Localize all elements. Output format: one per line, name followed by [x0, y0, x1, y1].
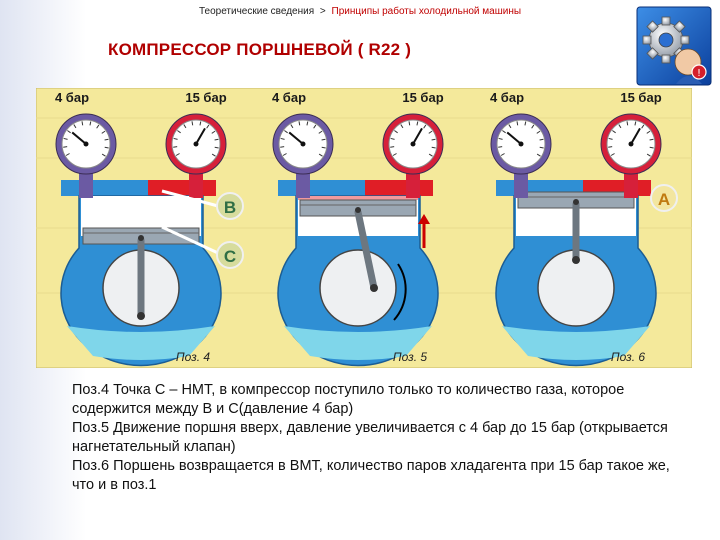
- valve-plate-high: [365, 180, 433, 196]
- wrist-pin: [355, 207, 361, 213]
- gauge-hub: [301, 142, 306, 147]
- gauge-stem: [189, 172, 203, 198]
- gauge-hub: [84, 142, 89, 147]
- gauge-tick: [82, 121, 83, 125]
- label-a: A: [651, 185, 677, 211]
- page-title: КОМПРЕССОР ПОРШНЕВОЙ ( R22 ): [108, 40, 411, 60]
- gauge-tick: [173, 147, 177, 148]
- gauge-label: 15 бар: [185, 90, 226, 105]
- gauge-stem: [296, 172, 310, 198]
- gauge-stem: [79, 172, 93, 198]
- position-caption: Поз. 5: [393, 350, 427, 364]
- gauge-stem: [624, 172, 638, 198]
- compressor-unit: Поз. 4: [61, 180, 221, 366]
- label-c-text: C: [224, 247, 236, 266]
- compressor-unit: Поз. 5: [278, 180, 438, 366]
- gauge-label: 4 бар: [55, 90, 89, 105]
- gauge-tick: [517, 121, 518, 125]
- gauge-tick: [390, 147, 394, 148]
- description-pos6: Поз.6 Поршень возвращается в ВМТ, количе…: [72, 457, 672, 495]
- gauge-tick: [280, 147, 284, 148]
- gauge-stem: [406, 172, 420, 198]
- compressor-unit: Поз. 6: [496, 180, 656, 366]
- gauge-tick: [322, 147, 326, 148]
- crank-pin: [572, 256, 580, 264]
- wrist-pin: [573, 199, 579, 205]
- gauge-hub: [629, 142, 634, 147]
- gauge-tick: [498, 147, 502, 148]
- valve-plate-high: [148, 180, 216, 196]
- compressed-gas: [298, 196, 418, 200]
- gauge-hub: [194, 142, 199, 147]
- gauge-hub: [519, 142, 524, 147]
- gauge-stem: [514, 172, 528, 198]
- gear-help-icon: !: [636, 6, 712, 86]
- gauge-tick: [540, 147, 544, 148]
- position-caption: Поз. 4: [176, 350, 210, 364]
- gauge-tick: [192, 121, 193, 125]
- breadcrumb-current: Принципы работы холодильной машины: [332, 6, 521, 17]
- gauge-label: 15 бар: [620, 90, 661, 105]
- gauge-tick: [650, 147, 654, 148]
- compressor-diagram: Поз. 4 4 бар 15 барПоз. 5 4 бар 15 барПоз. 6…: [36, 88, 692, 368]
- gauge-tick: [627, 121, 628, 125]
- breadcrumb-section[interactable]: Теоретические сведения: [199, 6, 314, 17]
- svg-text:!: !: [697, 68, 701, 79]
- label-b-text: B: [224, 198, 236, 217]
- crank-pin: [137, 312, 145, 320]
- gauge-tick: [409, 121, 410, 125]
- crank-pin: [370, 284, 378, 292]
- gauge-tick: [432, 147, 436, 148]
- gauge-label: 4 бар: [272, 90, 306, 105]
- gauge-tick: [608, 147, 612, 148]
- gauge-tick: [105, 147, 109, 148]
- description: Поз.4 Точка С – НМТ, в компрессор поступ…: [72, 381, 672, 495]
- position-caption: Поз. 6: [611, 350, 645, 364]
- wrist-pin: [138, 235, 144, 241]
- breadcrumb: Теоретические сведения > Принципы работы…: [0, 6, 720, 17]
- gauge-label: 4 бар: [490, 90, 524, 105]
- gauge-label: 15 бар: [402, 90, 443, 105]
- description-pos5: Поз.5 Движение поршня вверх, давление ув…: [72, 419, 672, 457]
- label-a-text: A: [658, 190, 670, 209]
- breadcrumb-separator: >: [320, 6, 326, 17]
- gauge-tick: [299, 121, 300, 125]
- crankcase-window: [320, 250, 396, 326]
- gauge-hub: [411, 142, 416, 147]
- gauge-tick: [215, 147, 219, 148]
- logo-button[interactable]: !: [636, 6, 712, 86]
- description-pos4: Поз.4 Точка С – НМТ, в компрессор поступ…: [72, 381, 672, 419]
- gauge-tick: [63, 147, 67, 148]
